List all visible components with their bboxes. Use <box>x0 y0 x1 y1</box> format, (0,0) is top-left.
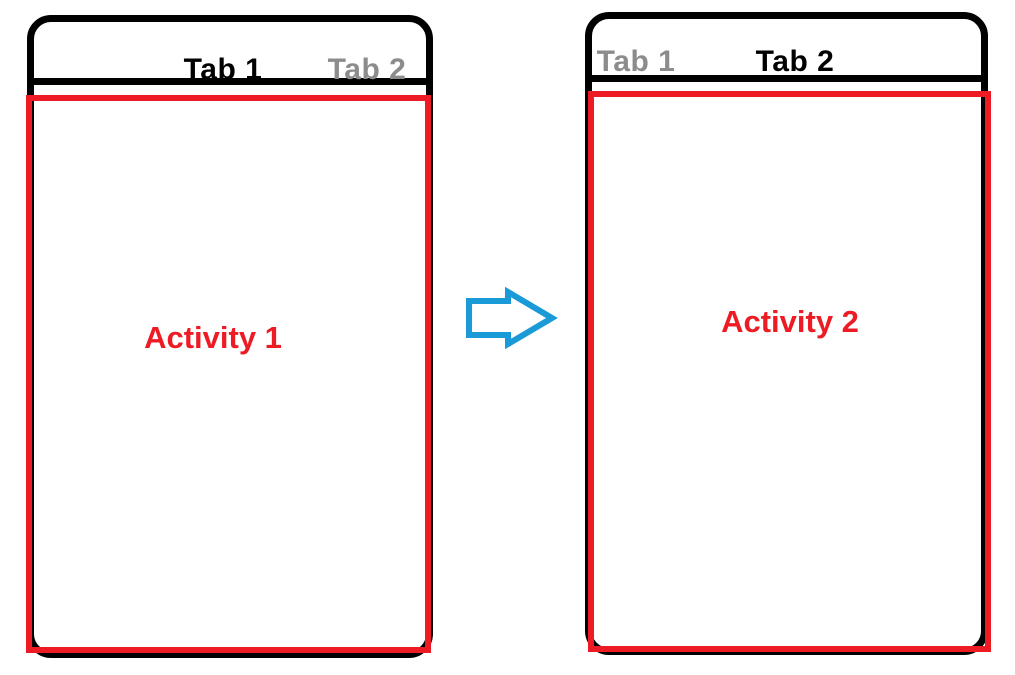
screen-1-activity-label: Activity 1 <box>144 320 282 355</box>
screen-1-activity-area <box>26 95 431 653</box>
screen-1-tab-bar: Tab 1 Tab 2 <box>34 22 426 86</box>
screen-2-tab-bar: Tab 1 Tab 2 <box>592 19 981 82</box>
transition-block-arrow-right-icon <box>466 286 558 350</box>
screen-2-activity-area <box>588 91 991 652</box>
screen-1-tab-1: Tab 1 <box>183 53 263 86</box>
screen-2-activity-label: Activity 2 <box>721 304 859 339</box>
screen-2-tab-2: Tab 2 <box>755 45 835 78</box>
screen-1-tab-2: Tab 2 <box>327 53 407 86</box>
screen-2-tab-1: Tab 1 <box>596 45 676 78</box>
